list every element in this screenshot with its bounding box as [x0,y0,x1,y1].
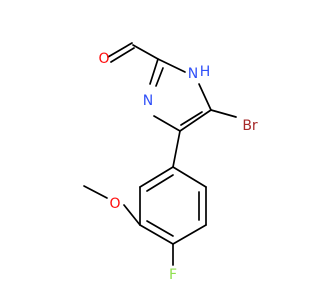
atom-bromine: Br [242,118,258,134]
bond-c2-n3-1 [149,58,159,85]
bond-c5-c4-2 [180,111,203,126]
atom-nitrogen-h: N [188,66,198,82]
atom-nitrogen: N [143,93,153,109]
bond-ar-4-inner [146,220,174,237]
bond-c4-phenyl [172,130,181,168]
bond-c4-n3 [153,115,181,132]
molecule-canvas: O N H N Br O F [83,42,258,283]
bond-c2-n1h [157,58,186,73]
bond-c2-n3-2 [155,67,164,87]
bond-c-o-aldehyde-1 [107,42,133,58]
bond-c5-br [210,109,237,118]
bond-ar-o-methoxy [123,204,141,226]
bond-o-ch3 [83,185,108,199]
atom-oxygen-aldehyde: O [98,51,109,67]
bond-n1-c5 [198,83,212,111]
bond-ar-1 [172,166,207,188]
atom-hydrogen-on-n: H [200,64,211,80]
bond-ar-6-inner [146,174,174,192]
bond-cho-ring [132,44,159,60]
bond-c5-c4-1 [179,109,212,132]
molecule-structure: O N H N Br O F [83,42,258,283]
bond-ar-6 [139,166,174,188]
bond-ar-4 [139,224,174,245]
bond-ar-3 [172,224,207,245]
atom-fluorine: F [169,267,177,283]
atom-oxygen-methoxy: O [109,196,120,212]
bond-c-o-aldehyde-2 [110,47,135,63]
